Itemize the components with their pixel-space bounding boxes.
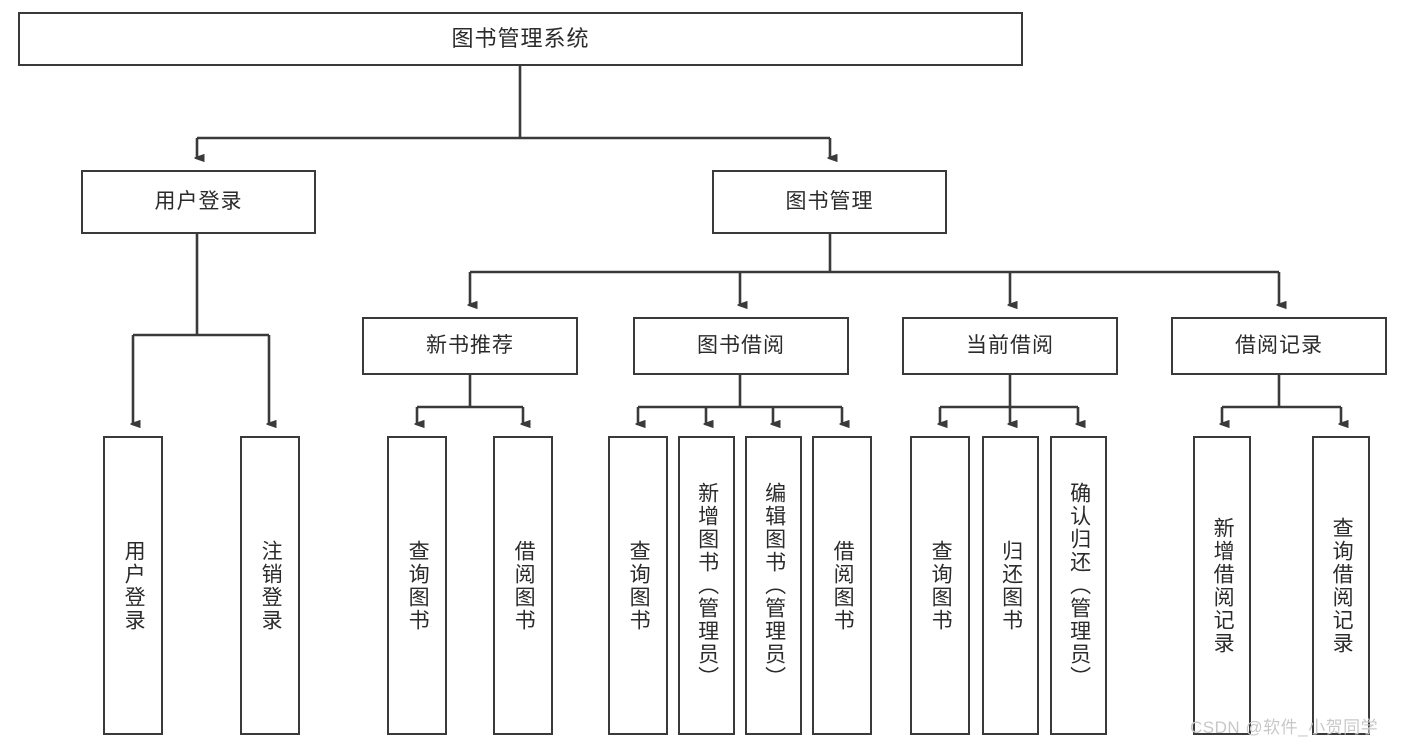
node-book-management-label: 图书管理 [785,190,874,214]
leaf-add-book-label: 新增图书（管理员） [695,482,719,689]
node-borrow-record[interactable]: 借阅记录 [1171,317,1387,375]
node-root-label: 图书管理系统 [451,25,590,51]
csdn-watermark: CSDN @软件_小贺同学 [1190,718,1379,737]
leaf-confirm-return[interactable]: 确认归还（管理员） [1050,436,1107,735]
leaf-query-book-1-label: 查询图书 [406,539,430,632]
node-current-borrow[interactable]: 当前借阅 [902,317,1118,375]
node-book-borrow-label: 图书借阅 [697,334,785,358]
leaf-add-record-label: 新增借阅记录 [1211,516,1235,655]
node-root[interactable]: 图书管理系统 [18,12,1023,66]
leaf-borrow-book-1[interactable]: 借阅图书 [493,436,553,735]
leaf-edit-book[interactable]: 编辑图书（管理员） [745,436,802,735]
leaf-query-book-2[interactable]: 查询图书 [608,436,668,735]
leaf-add-record[interactable]: 新增借阅记录 [1193,436,1251,735]
node-user-login-label: 用户登录 [154,190,243,214]
leaf-query-record[interactable]: 查询借阅记录 [1312,436,1370,735]
node-new-book-recommend[interactable]: 新书推荐 [362,317,578,375]
leaf-user-login[interactable]: 用户登录 [103,436,163,735]
leaf-logout-login[interactable]: 注销登录 [240,436,300,735]
leaf-user-login-label: 用户登录 [122,539,146,632]
leaf-confirm-return-label: 确认归还（管理员） [1067,482,1091,689]
node-current-borrow-label: 当前借阅 [966,334,1054,358]
leaf-query-book-2-label: 查询图书 [627,539,651,632]
node-book-borrow[interactable]: 图书借阅 [633,317,849,375]
leaf-query-record-label: 查询借阅记录 [1330,516,1354,655]
node-borrow-record-label: 借阅记录 [1235,334,1323,358]
leaf-return-book-label: 归还图书 [999,539,1023,632]
node-book-management[interactable]: 图书管理 [712,170,947,234]
leaf-query-book-3[interactable]: 查询图书 [910,436,970,735]
leaf-add-book[interactable]: 新增图书（管理员） [678,436,735,735]
leaf-query-book-3-label: 查询图书 [929,539,953,632]
leaf-edit-book-label: 编辑图书（管理员） [762,482,786,689]
leaf-borrow-book-1-label: 借阅图书 [512,539,536,632]
leaf-logout-login-label: 注销登录 [259,539,283,632]
leaf-return-book[interactable]: 归还图书 [982,436,1039,735]
leaf-borrow-book-2-label: 借阅图书 [831,539,855,632]
leaf-query-book-1[interactable]: 查询图书 [387,436,447,735]
node-user-login[interactable]: 用户登录 [81,170,316,234]
node-new-book-recommend-label: 新书推荐 [426,334,514,358]
leaf-borrow-book-2[interactable]: 借阅图书 [812,436,872,735]
